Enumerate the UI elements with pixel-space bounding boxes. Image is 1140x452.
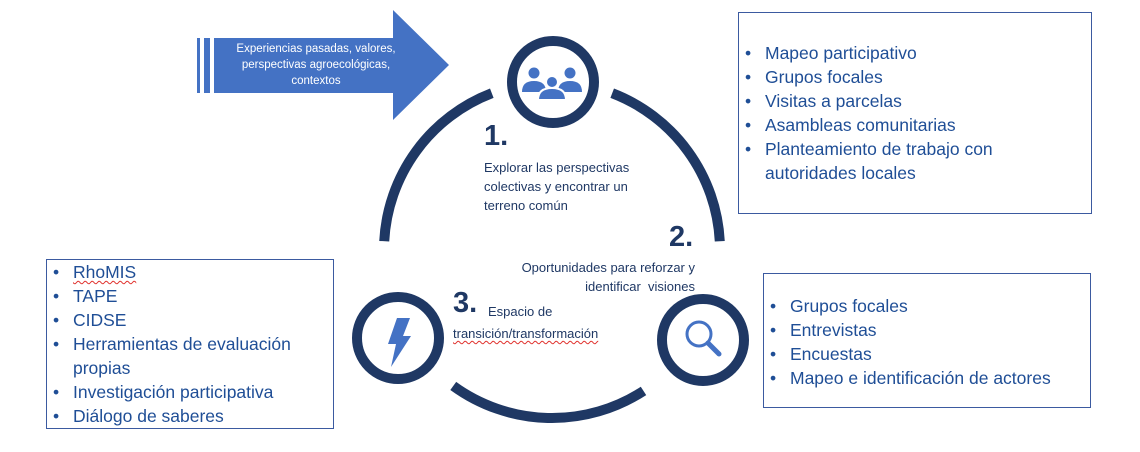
- input-arrow: [197, 10, 449, 120]
- step3-label: Espacio de: [488, 304, 553, 319]
- step1-methods-box: Mapeo participativo Grupos focales Visit…: [738, 12, 1092, 214]
- step2-number: 2.: [669, 221, 694, 253]
- list-item: Herramientas de evaluación propias: [53, 332, 313, 380]
- step1-line: terreno común: [484, 198, 568, 213]
- step2-methods-box: Grupos focales Entrevistas Encuestas Map…: [763, 273, 1091, 408]
- step1-line: colectivas y encontrar un: [484, 179, 628, 194]
- step3-tools-list: RhoMIS TAPE CIDSE Herramientas de evalua…: [53, 260, 333, 428]
- step3-number: 3.: [453, 287, 478, 319]
- node-step3: [352, 292, 444, 384]
- node-step2: [657, 294, 749, 386]
- step1-number: 1.: [484, 120, 509, 152]
- list-item: Grupos focales: [745, 65, 1091, 89]
- step2-line: Oportunidades para reforzar y: [521, 260, 695, 275]
- step3-tools-box: RhoMIS TAPE CIDSE Herramientas de evalua…: [46, 259, 334, 429]
- arrow-stripe: [197, 38, 200, 93]
- arrow-body: [214, 10, 449, 120]
- list-item: Mapeo e identificación de actores: [770, 366, 1090, 390]
- list-item: Entrevistas: [770, 318, 1090, 342]
- magnifying-glass-icon: [685, 320, 722, 357]
- list-item: CIDSE: [53, 308, 333, 332]
- step2-description: Oportunidades para reforzar y identifica…: [500, 258, 695, 296]
- arrow-text-line: contextos: [291, 75, 341, 87]
- arrow-stripe: [204, 38, 210, 93]
- list-item: Mapeo participativo: [745, 41, 1091, 65]
- list-item: Visitas a parcelas: [745, 89, 1091, 113]
- cycle-ring: [379, 88, 725, 423]
- list-item: Diálogo de saberes: [53, 404, 333, 428]
- list-item: Grupos focales: [770, 294, 1090, 318]
- step1-line: Explorar las perspectivas: [484, 160, 630, 175]
- node-step1: [507, 36, 599, 128]
- people-group-icon: [522, 67, 582, 101]
- list-item: Investigación participativa: [53, 380, 333, 404]
- input-arrow-text: Experiencias pasadas, valores, perspecti…: [224, 41, 408, 89]
- arrow-text-line: perspectivas agroecológicas,: [241, 59, 391, 71]
- list-item: Encuestas: [770, 342, 1090, 366]
- ring-arc: [610, 88, 725, 242]
- list-item: Asambleas comunitarias: [745, 113, 1091, 137]
- arrow-text-line: Experiencias pasadas, valores,: [236, 43, 396, 55]
- node-ring: [657, 294, 749, 386]
- list-item: RhoMIS: [53, 260, 333, 284]
- step1-methods-list: Mapeo participativo Grupos focales Visit…: [745, 41, 1091, 185]
- list-item: TAPE: [53, 284, 333, 308]
- ring-arc: [379, 88, 494, 242]
- list-item: Planteamiento de trabajo con autoridades…: [745, 137, 1025, 185]
- step2-methods-list: Grupos focales Entrevistas Encuestas Map…: [770, 294, 1090, 390]
- lightning-bolt-icon: [388, 318, 411, 367]
- step2-line: identificar visiones: [585, 279, 695, 294]
- step3-description: transición/transformación: [453, 326, 599, 341]
- list-item-text: RhoMIS: [73, 262, 137, 282]
- ring-arc: [450, 381, 647, 423]
- step1-description: Explorar las perspectivas colectivas y e…: [484, 158, 674, 215]
